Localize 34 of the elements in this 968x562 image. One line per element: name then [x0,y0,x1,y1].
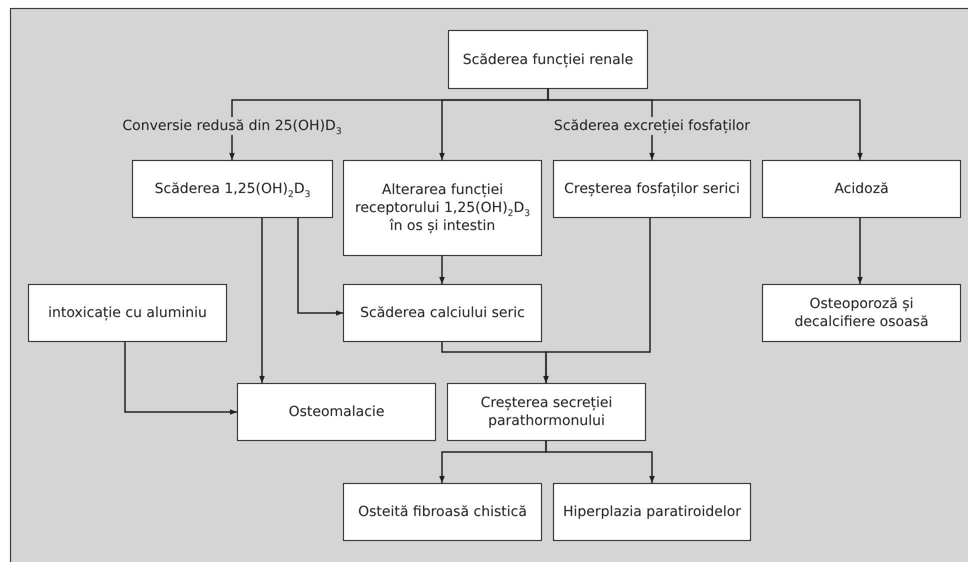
box-text: Scăderea calciului seric [360,304,525,322]
process-box [132,160,333,218]
arrow [439,256,445,284]
arrow [547,89,863,160]
box-text: Acidoză [834,180,889,198]
edge-label: Scăderea excreției fosfaților [552,117,752,135]
box-text: Osteoporoză și decalcifiere osoasă [793,295,930,331]
box-text: Hiperplazia paratiroidelor [562,503,742,521]
edge-label: Conversie redusă din 25(OH)D$_{3}$ [120,117,344,135]
process-box [237,383,436,441]
process-box [447,383,646,441]
arrow [124,342,237,415]
box-text: Scăderea 1,25(OH)$_{2}$D$_{3}$ [154,180,310,198]
box-text: Creșterea fosfaților serici [564,180,740,198]
arrow [441,342,549,383]
process-box [343,160,542,256]
arrow [545,441,655,483]
process-box [343,483,542,541]
process-box [553,483,751,541]
box-text: Alterarea funcției receptorului 1,25(OH)$_{2}$D$_{3}$ în os și intestin [354,181,532,235]
process-box [762,160,961,218]
box-text: Osteomalacie [288,403,384,421]
arrow [297,218,343,316]
process-box [28,284,227,342]
process-box [343,284,542,342]
process-box [448,30,648,89]
process-box [553,160,751,218]
arrow [259,218,265,383]
box-text: Scăderea funcției renale [462,50,634,68]
arrow [857,218,863,284]
process-box [762,284,961,342]
box-text: Creșterea secreției parathormonului [480,394,614,430]
box-text: intoxicație cu aluminiu [48,304,207,322]
box-text: Osteită fibroasă chistică [358,503,527,521]
